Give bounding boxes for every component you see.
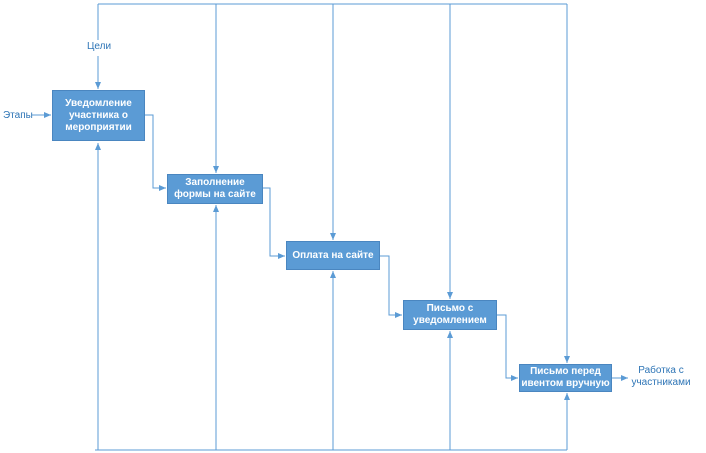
output-label: Работка с участниками: [631, 365, 691, 388]
flow-arrow-3: [380, 255, 402, 318]
input-label: Этапы: [3, 110, 33, 121]
step-box-3[interactable]: Оплата на сайте: [286, 241, 380, 270]
flow-arrow-2: [263, 187, 285, 259]
step-box-2[interactable]: Заполнение формы на сайте: [167, 174, 263, 204]
step-box-1[interactable]: Уведомление участника о мероприятии: [52, 90, 145, 141]
step-box-4[interactable]: Письмо с уведомлением: [403, 300, 497, 330]
flow-arrow-1: [145, 114, 166, 191]
flow-arrow-4: [497, 314, 518, 381]
control-label: Цели: [87, 41, 112, 52]
step-box-5[interactable]: Письмо перед ивентом вручную: [519, 364, 612, 392]
